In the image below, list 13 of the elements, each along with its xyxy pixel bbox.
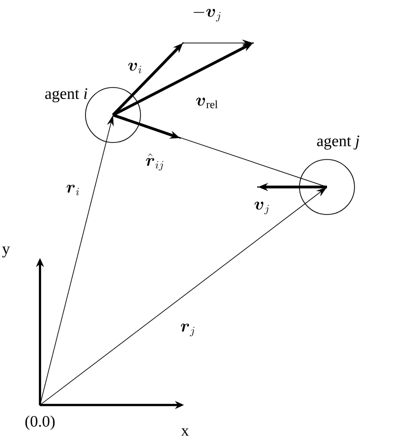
node-label: agent — [45, 90, 80, 102]
origin-point: (0.0) — [25, 404, 55, 430]
axis-label: y — [2, 246, 10, 258]
axis-label: x — [181, 428, 189, 436]
vector-label: $\hat{\boldsymbol{r}}_{ij}$ — [146, 154, 164, 171]
vector-label: $\boldsymbol{v}_i$ — [128, 62, 142, 74]
vector-label: $\boldsymbol{r}_j$ — [180, 324, 194, 336]
vector-label: $-\boldsymbol{v}_j$ — [194, 8, 220, 22]
vector-label: $\boldsymbol{r}_i$ — [66, 184, 79, 196]
vector-label: $\boldsymbol{v}_{\mathrm{rel}}$ — [196, 98, 218, 108]
node-label: agentj — [317, 136, 360, 150]
node-label: (0.0) — [25, 415, 55, 430]
vector-label: $\boldsymbol{v}_j$ — [254, 202, 269, 214]
